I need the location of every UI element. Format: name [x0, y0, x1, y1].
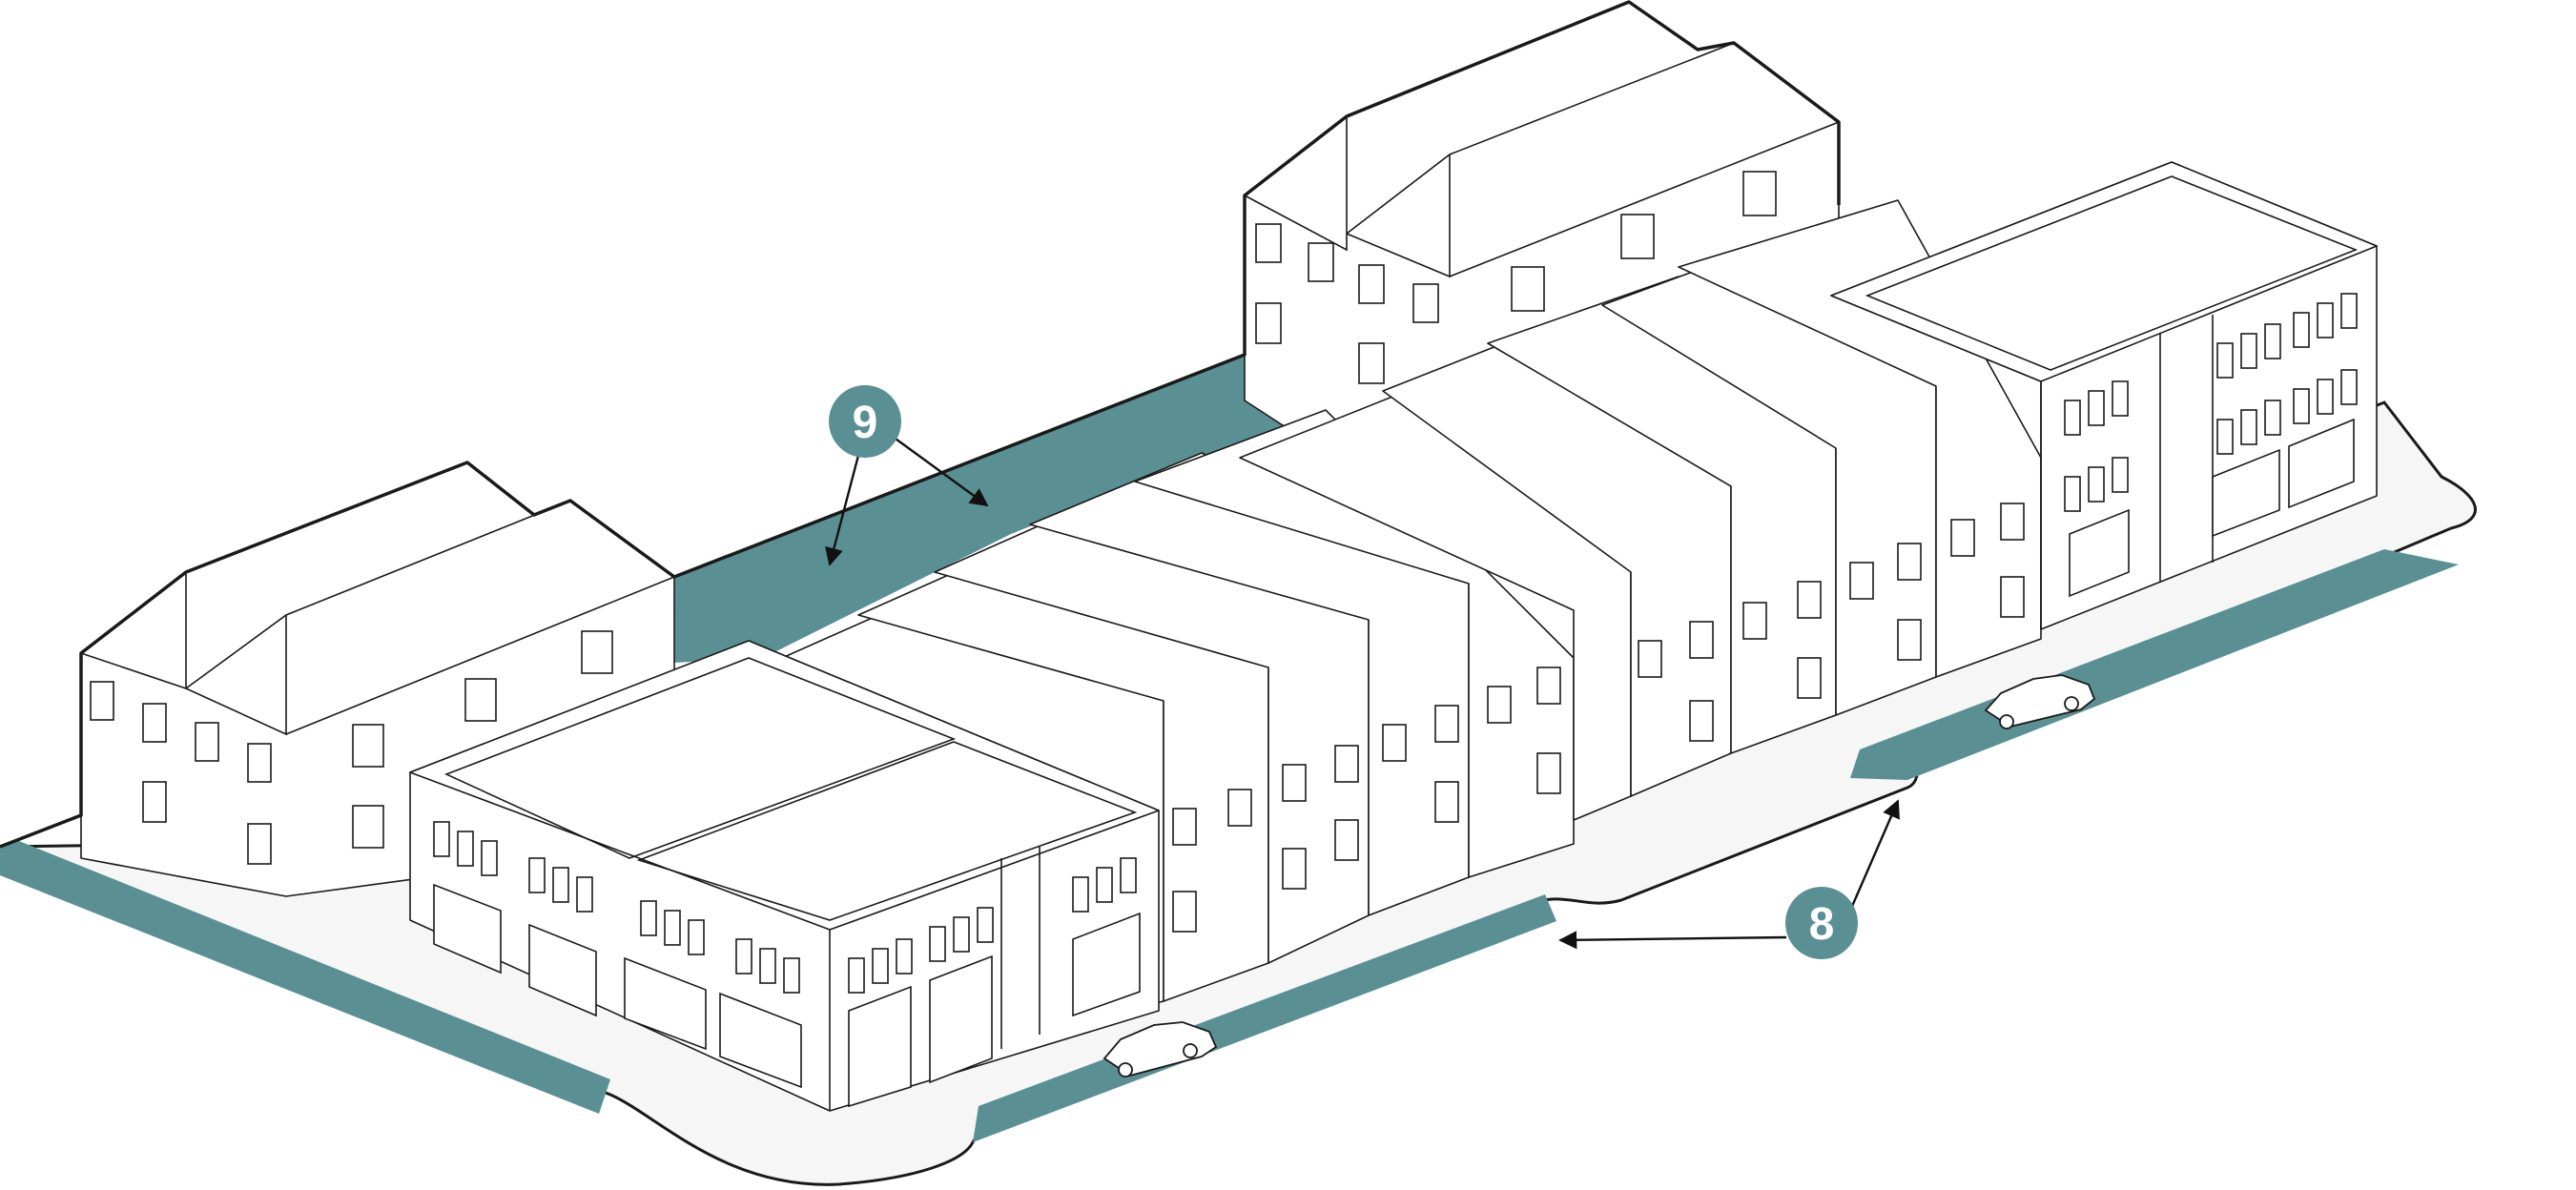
building-commercial-front [409, 640, 1160, 1112]
car-front [1103, 1021, 1218, 1077]
callout-9-arrow-down [825, 447, 862, 566]
callout-8-badge [1785, 887, 1858, 959]
callout-8-arrow-left [1558, 931, 1787, 950]
building-commercial-right [1830, 161, 2378, 630]
rear-service-lane [674, 355, 1345, 663]
callout-9-arrow-right [888, 433, 989, 507]
block-outline [0, 0, 1841, 849]
callout-8-label: 8 [1809, 899, 1835, 950]
callout-9-label: 9 [853, 398, 878, 448]
curb-band-front [973, 894, 1556, 1142]
callout-8-arrow-up [1848, 799, 1900, 912]
curb-band-left [0, 841, 610, 1114]
callout-9-badge [829, 385, 901, 458]
car-right [1984, 674, 2096, 729]
rowhouse-row-right [1239, 199, 2042, 821]
